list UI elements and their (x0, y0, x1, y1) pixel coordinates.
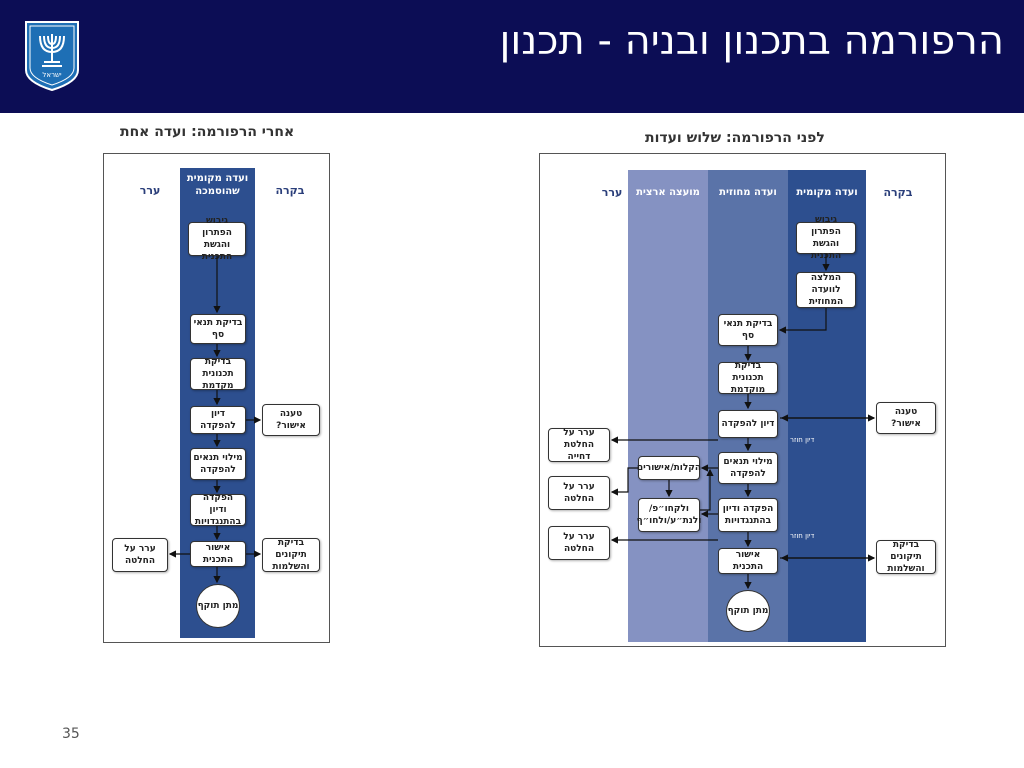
before-step-recommend: המלצה לוועדה המחוזית (796, 272, 856, 308)
before-lane-national (628, 170, 708, 642)
before-side-objection: טענה אישור? (876, 402, 936, 434)
before-step-committees: ולקחו״פ/ ולנת״ע/ולחו״ף (637, 498, 701, 532)
after-lane-label: ועדה מקומית שהוסמכה (186, 173, 249, 197)
before-lane-district-label: ועדה מחוזית (719, 187, 777, 198)
before-step-threshold: בדיקת תנאי סף (718, 314, 778, 346)
before-step-preliminary: בדיקת תכנונית מוקדמת (718, 361, 778, 395)
before-lane-national-label: מועצה ארצית (636, 187, 700, 198)
after-step-approval: אישור התכנית (190, 541, 246, 567)
before-arrow-2 (778, 308, 827, 334)
before-note-rediscussion-1: דיון חוזר (790, 436, 815, 444)
before-lane-local-label: ועדה מקומית (796, 187, 858, 198)
after-step-conditions: מילוי תנאים להפקדה (190, 448, 246, 480)
after-col-review: בקרה (275, 184, 305, 197)
before-arrow-return (700, 468, 714, 511)
after-step-threshold: בדיקת תנאי סף (190, 314, 246, 344)
page-number: 35 (62, 726, 80, 742)
emblem-caption: ישראל (42, 71, 62, 79)
before-side-appeal-decision-1: ערר על החלטה (548, 476, 610, 510)
after-diagram-title: אחרי הרפורמה: ועדה אחת (120, 124, 295, 140)
slide-title: הרפורמה בתכנון ובניה - תכנון (499, 18, 1004, 64)
before-step-validity: מתן תוקף (726, 590, 770, 632)
before-step-deposit-discussion: דיון להפקדה (718, 410, 778, 438)
after-side-appeal: ערר על החלטה (112, 538, 168, 572)
menorah-emblem-icon: ישראל (25, 21, 79, 92)
before-side-appeal-decision-2: ערר על החלטה (548, 526, 610, 560)
before-step-approval: אישור התכנית (718, 548, 778, 574)
before-step-conditions: מילוי תנאים להפקדה (718, 452, 778, 484)
before-side-review: בדיקת תיקונים והשלמות (876, 540, 936, 574)
after-step-preliminary: בדיקת תכנונית מקדמת (190, 357, 246, 391)
before-col-appeal: ערר (601, 186, 623, 199)
before-side-appeal-rejection: ערר על החלטת דחייה (548, 428, 610, 462)
after-step-deposit-discussion: דיון להפקדה (190, 406, 246, 434)
after-side-objection: טענה אישור? (262, 404, 320, 436)
slide-header: ישראל הרפורמה בתכנון ובניה - תכנון (0, 0, 1024, 113)
before-step-objections: הפקדה ודיון בהתנגדויות (718, 498, 778, 532)
after-side-review: בדיקת תיקונים והשלמות (262, 538, 320, 572)
before-diagram-title: לפני הרפורמה: שלוש ועדות (645, 130, 825, 146)
before-arrow-appeal-2 (610, 467, 638, 496)
before-note-rediscussion-2: דיון חוזר (790, 532, 815, 540)
after-col-appeal: ערר (139, 184, 161, 197)
before-col-review: בקרה (883, 186, 913, 199)
after-step-validity: מתן תוקף (196, 584, 240, 628)
before-step-exemptions: הקלות/אישורים (637, 456, 701, 480)
after-step-objections: הפקדה ודיון בהתנגדויות (190, 493, 246, 527)
